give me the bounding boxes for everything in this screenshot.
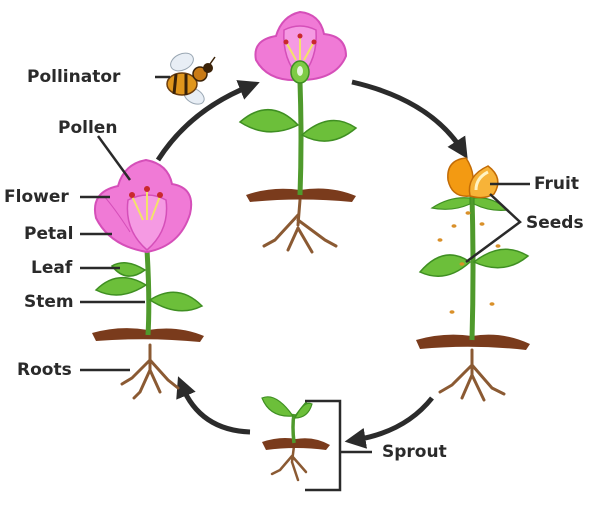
left-plant-stem	[144, 249, 152, 336]
top-plant-leaf-left	[238, 109, 300, 133]
label-flower: Flower	[4, 187, 69, 207]
right-plant-leaf-left	[418, 254, 472, 277]
label-petal: Petal	[24, 224, 74, 244]
cycle-arrow-to-right	[351, 79, 468, 159]
sprout-stem	[291, 413, 296, 444]
top-plant	[238, 10, 358, 254]
cycle-arrow-to-top	[155, 80, 260, 162]
leader-pollen	[96, 135, 132, 181]
seeds	[437, 211, 501, 314]
right-plant-sepal-left	[430, 197, 471, 210]
sprout-bracket	[305, 399, 342, 492]
left-plant-leaf-right	[148, 291, 204, 312]
top-flower	[254, 10, 348, 84]
leader-seeds	[465, 193, 522, 264]
left-plant-roots	[120, 343, 180, 400]
left-plant-leaf-small	[110, 262, 147, 277]
right-plant-sepal-right	[473, 197, 510, 211]
top-plant-roots	[262, 198, 338, 254]
right-plant-soil	[416, 334, 530, 350]
leader-lines	[80, 75, 530, 492]
sprout-plant	[261, 396, 330, 482]
pollen-grain	[144, 186, 150, 192]
label-seeds: Seeds	[526, 213, 584, 233]
seed	[495, 244, 501, 248]
right-plant	[416, 157, 530, 402]
left-plant-soil	[92, 328, 204, 342]
seed	[449, 310, 455, 314]
left-flower	[94, 158, 193, 254]
right-plant-roots	[438, 348, 506, 402]
label-pollen: Pollen	[58, 118, 118, 138]
pollen-grain	[129, 192, 135, 198]
label-stem: Stem	[24, 292, 74, 312]
fruit	[447, 157, 499, 199]
seed	[479, 222, 485, 226]
right-plant-leaf-right	[472, 248, 530, 269]
left-plant-leaf-left	[94, 276, 148, 296]
top-plant-leaf-right	[300, 119, 358, 142]
cycle-arrow-to-left	[176, 376, 251, 435]
top-plant-stem	[297, 81, 304, 196]
sprout-leaf-left	[261, 396, 295, 417]
pollen-grain	[157, 192, 163, 198]
bee-icon	[166, 52, 216, 105]
right-plant-stem	[469, 194, 476, 341]
seed	[459, 262, 465, 266]
label-pollinator: Pollinator	[27, 67, 121, 87]
label-leaf: Leaf	[31, 258, 73, 278]
cycle-arrow-to-sprout	[344, 396, 434, 449]
sprout-soil	[262, 438, 330, 450]
seed	[489, 302, 495, 306]
label-roots: Roots	[17, 360, 72, 380]
label-fruit: Fruit	[534, 174, 579, 194]
label-sprout: Sprout	[382, 442, 447, 462]
sprout-roots	[270, 444, 308, 482]
seed	[451, 224, 457, 228]
seed	[465, 211, 471, 215]
seed	[437, 238, 443, 242]
left-plant	[92, 158, 204, 400]
top-plant-soil	[246, 188, 356, 202]
